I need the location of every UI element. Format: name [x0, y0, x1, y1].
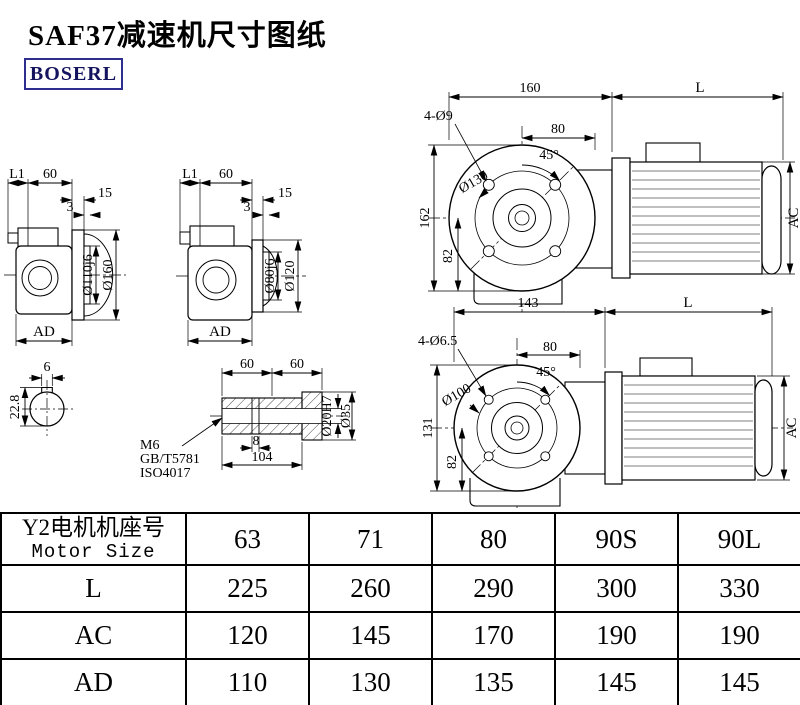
- value-AC: 120: [185, 611, 310, 660]
- motor-body: [629, 161, 763, 275]
- value-AD: 130: [308, 658, 433, 705]
- dim-flange-dia: Ø120: [283, 260, 298, 291]
- value-L: 260: [308, 564, 433, 613]
- motor-fins: [624, 384, 753, 467]
- motor-size-label-en: Motor Size: [31, 541, 156, 564]
- motor-size-value: 71: [308, 512, 433, 566]
- dim-flange-height: 131: [421, 418, 436, 439]
- dim-bolt-holes: 4-Ø6.5: [418, 334, 457, 349]
- motor-body: [621, 375, 756, 481]
- row-label-L: L: [0, 564, 187, 613]
- flange-view-1: 160 L 4-Ø9 80 45° Ø130 162 82 AC: [418, 80, 800, 312]
- dim-motor-length: L: [683, 295, 692, 311]
- row-label-AD: AD: [0, 658, 187, 705]
- dim-l1: L1: [9, 167, 25, 182]
- label-standard-gb: GB/T5781: [140, 452, 200, 467]
- dim-15: 15: [98, 186, 112, 201]
- dim-l1: L1: [182, 167, 198, 182]
- value-AD: 135: [431, 658, 556, 705]
- motor-size-value: 90L: [677, 512, 800, 566]
- motor-endbell: [604, 371, 623, 485]
- side-view-2: L1 60 15 3 Ø80j6 Ø120 AD: [176, 167, 306, 346]
- dim-flange-width: 160: [520, 81, 541, 96]
- page-title: SAF37减速机尺寸图纸: [28, 20, 327, 52]
- dim-key-width: 6: [44, 360, 51, 375]
- dim-motor-dia: AC: [784, 418, 800, 439]
- dim-motor-dia: AC: [786, 208, 800, 229]
- value-L: 290: [431, 564, 556, 613]
- row-AD: AD 110 130 135 145 145: [0, 658, 800, 705]
- dim-spigot-dia: Ø110j6: [81, 254, 96, 295]
- dim-length: 104: [252, 450, 273, 465]
- dim-angle: 45°: [536, 365, 556, 380]
- dim-center-to-base: 82: [445, 455, 460, 469]
- dim-spigot-dia: Ø80j6: [263, 259, 278, 294]
- dim-half-width: 80: [551, 122, 565, 137]
- dim-groove: 8: [253, 434, 260, 449]
- label-thread: M6: [140, 438, 159, 453]
- value-AC: 190: [677, 611, 800, 660]
- motor-size-value: 80: [431, 512, 556, 566]
- bolt-circle: [476, 387, 558, 469]
- dim-3: 3: [67, 200, 74, 215]
- motor-size-header: Y2电机机座号 Motor Size: [0, 512, 187, 566]
- terminal-box: [645, 142, 701, 163]
- value-AC: 190: [554, 611, 679, 660]
- motor-size-row: Y2电机机座号 Motor Size 63 71 80 90S 90L: [0, 512, 800, 566]
- value-AC: 145: [308, 611, 433, 660]
- bore-section-view: 6 22.8: [8, 360, 74, 436]
- dim-15: 15: [278, 186, 292, 201]
- row-AC: AC 120 145 170 190 190: [0, 611, 800, 660]
- row-L: L 225 260 290 300 330: [0, 564, 800, 613]
- motor-size-value: 63: [185, 512, 310, 566]
- dim-ad: AD: [33, 324, 55, 340]
- dim-center-to-base: 82: [441, 249, 456, 263]
- motor-fan-cap: [761, 165, 782, 275]
- bolt-circle: [474, 170, 570, 266]
- side-view-1: L1 60 15 3 Ø110j6 Ø160 AD: [4, 167, 126, 346]
- dim-key-depth: 22.8: [8, 395, 23, 420]
- value-L: 300: [554, 564, 679, 613]
- dim-3: 3: [244, 200, 251, 215]
- dim-bolt-holes: 4-Ø9: [424, 109, 453, 124]
- value-L: 225: [185, 564, 310, 613]
- dim-flange-dia: Ø160: [101, 259, 116, 290]
- dim-60: 60: [43, 167, 57, 182]
- value-AD: 145: [554, 658, 679, 705]
- dim-60: 60: [219, 167, 233, 182]
- label-standard-iso: ISO4017: [140, 466, 191, 481]
- dimension-table: Y2电机机座号 Motor Size 63 71 80 90S 90L L 22…: [0, 512, 800, 705]
- motor-size-label-cn: Y2电机机座号: [21, 514, 166, 540]
- dim-flange-height: 162: [418, 208, 433, 229]
- row-label-AC: AC: [0, 611, 187, 660]
- dim-len1: 60: [240, 357, 254, 372]
- brand-logo-text: BOSERL: [29, 62, 118, 85]
- dim-angle: 45°: [539, 148, 559, 163]
- value-AD: 145: [677, 658, 800, 705]
- motor-fan-cap: [754, 379, 773, 477]
- shaft-detail-view: 60 60 M6 GB/T5781 ISO4017 8 104 Ø20H7 Ø3…: [140, 357, 356, 481]
- motor-size-value: 90S: [554, 512, 679, 566]
- dim-len2: 60: [290, 357, 304, 372]
- dim-motor-length: L: [695, 80, 704, 96]
- motor-endbell: [611, 157, 631, 279]
- terminal-box: [639, 357, 693, 377]
- value-AD: 110: [185, 658, 310, 705]
- dim-bore-dia: Ø20H7: [320, 395, 335, 436]
- value-L: 330: [677, 564, 800, 613]
- flange-view-2: 143 L 4-Ø6.5 80 45° Ø100 131 82 AC: [418, 295, 800, 508]
- brand-logo-box: BOSERL: [24, 58, 123, 90]
- dim-ad: AD: [209, 324, 231, 340]
- dim-flange-width: 143: [518, 296, 539, 311]
- technical-drawing: 160 L 4-Ø9 80 45° Ø130 162 82 AC: [4, 80, 800, 508]
- dim-half-width: 80: [543, 340, 557, 355]
- dim-outer-dia: Ø35: [339, 404, 354, 428]
- motor-fins: [632, 170, 760, 262]
- value-AC: 170: [431, 611, 556, 660]
